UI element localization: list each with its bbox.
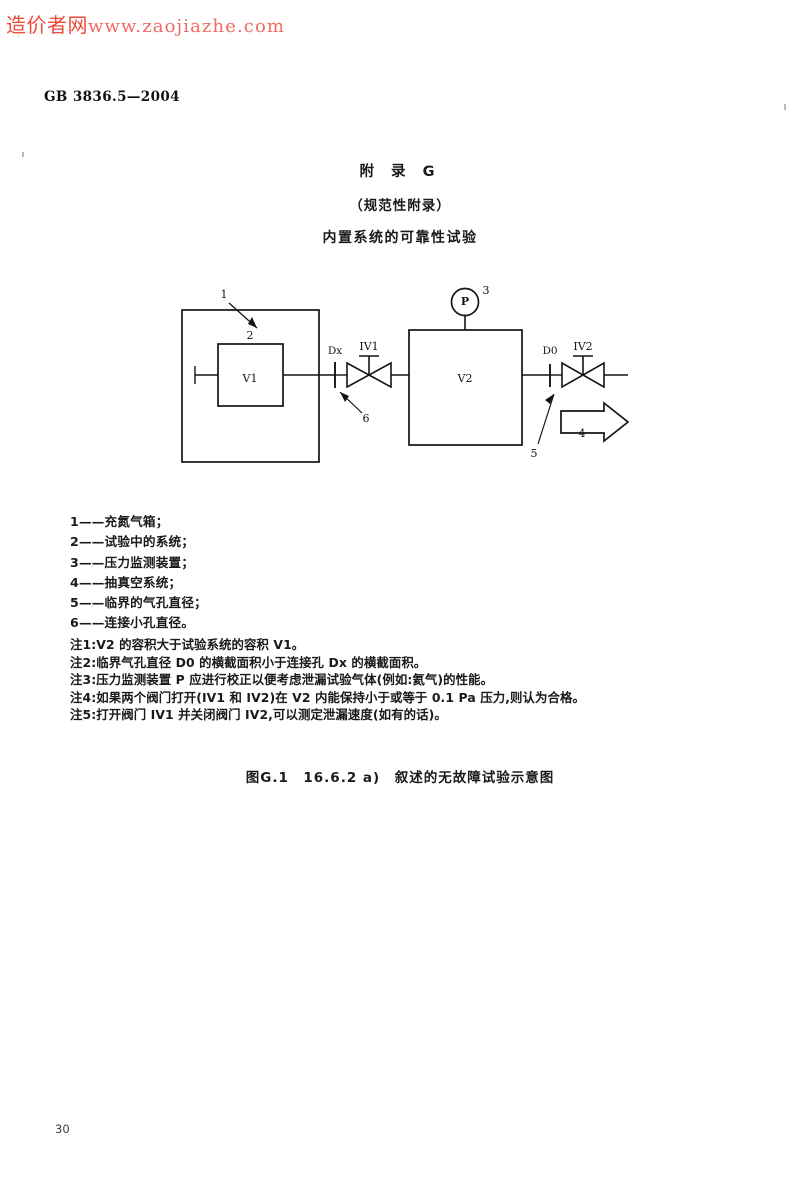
note-item: 注5:打开阀门 IV1 并关闭阀门 IV2,可以测定泄漏速度(如有的话)。 xyxy=(70,707,447,723)
figure-legend-list: 1——充氮气箱； 2——试验中的系统； 3——压力监测装置； 4——抽真空系统；… xyxy=(70,512,690,634)
orifice-dx-label: Dx xyxy=(328,345,342,357)
callout-5-number: 5 xyxy=(531,447,538,460)
orifice-d0-label: D0 xyxy=(542,345,557,357)
note-item: 注4:如果两个阀门打开(IV1 和 IV2)在 V2 内能保持小于或等于 0.1… xyxy=(70,689,585,705)
callout-1-leader-arrowhead xyxy=(248,317,257,328)
page-number: 30 xyxy=(55,1122,70,1136)
callout-6-leader-arrowhead xyxy=(340,392,349,402)
note-item: 注1:V2 的容积大于试验系统的容积 V1。 xyxy=(70,637,305,652)
watermark-tick-mark: ʼ xyxy=(17,35,20,45)
callout-5-leader-arrowhead xyxy=(545,394,554,404)
legend-item: 3——压力监测装置； xyxy=(70,554,195,570)
valve-iv2-label: IV2 xyxy=(573,340,592,353)
legend-item: 4——抽真空系统； xyxy=(70,574,182,590)
site-watermark: 造价者网www.zaojiazhe.com xyxy=(6,9,285,38)
figure-notes-list: 注1:V2 的容积大于试验系统的容积 V1。 注2:临界气孔直径 D0 的横截面… xyxy=(70,636,710,724)
valve-iv1-label: IV1 xyxy=(359,340,378,353)
standard-number-header: GB 3836.5—2004 xyxy=(44,89,180,105)
watermark-brand: 造价者网 xyxy=(6,13,88,37)
callout-2-number: 2 xyxy=(247,329,254,342)
figure-caption: 图G.1 16.6.2 a) 叙述的无故障试验示意图 xyxy=(245,770,555,786)
edge-tick-right xyxy=(784,104,786,110)
vessel-box-v2 xyxy=(408,329,523,446)
edge-tick-left xyxy=(22,152,24,157)
valve-iv1-left-triangle xyxy=(346,361,371,389)
watermark-url: www.zaojiazhe.com xyxy=(88,16,286,37)
valve-iv1-right-triangle xyxy=(367,361,392,389)
callout-6-number: 6 xyxy=(363,412,370,425)
valve-iv2-right-triangle xyxy=(581,361,605,389)
callout-5-leader-line xyxy=(537,393,555,445)
pressure-gauge-circle xyxy=(450,287,480,317)
annex-kind-label: （规范性附录） xyxy=(349,198,451,214)
annex-subject-heading: 内置系统的可靠性试验 xyxy=(322,230,478,246)
callout-1-number: 1 xyxy=(221,288,228,301)
note-item: 注2:临界气孔直径 D0 的横截面积小于连接孔 Dx 的横截面积。 xyxy=(70,654,427,670)
figure-g1-schematic: V1 2 1 Dx 6 IV1 V2 P 3 xyxy=(150,282,650,482)
note-item: 注3:压力监测装置 P 应进行校正以便考虑泄漏试验气体(例如:氦气)的性能。 xyxy=(70,672,494,688)
valve-iv2-left-triangle xyxy=(561,361,585,389)
vessel-v2-label: V2 xyxy=(457,372,473,385)
legend-item: 2——试验中的系统； xyxy=(70,534,195,550)
vacuum-system-arrow xyxy=(560,401,630,443)
legend-item: 1——充氮气箱； xyxy=(70,514,169,529)
annex-heading: 附 录 G xyxy=(359,164,441,180)
enclosure-box-1 xyxy=(181,309,320,463)
annex-title-block: 附 录 G （规范性附录） 内置系统的可靠性试验 xyxy=(0,160,800,247)
callout-4-number: 4 xyxy=(579,427,586,440)
legend-item: 5——临界的气孔直径； xyxy=(70,595,207,611)
vessel-v1-label: V1 xyxy=(242,372,258,385)
pressure-gauge-label: P xyxy=(461,295,469,308)
callout-3-number: 3 xyxy=(483,284,490,297)
legend-item: 6——连接小孔直径。 xyxy=(70,615,195,631)
